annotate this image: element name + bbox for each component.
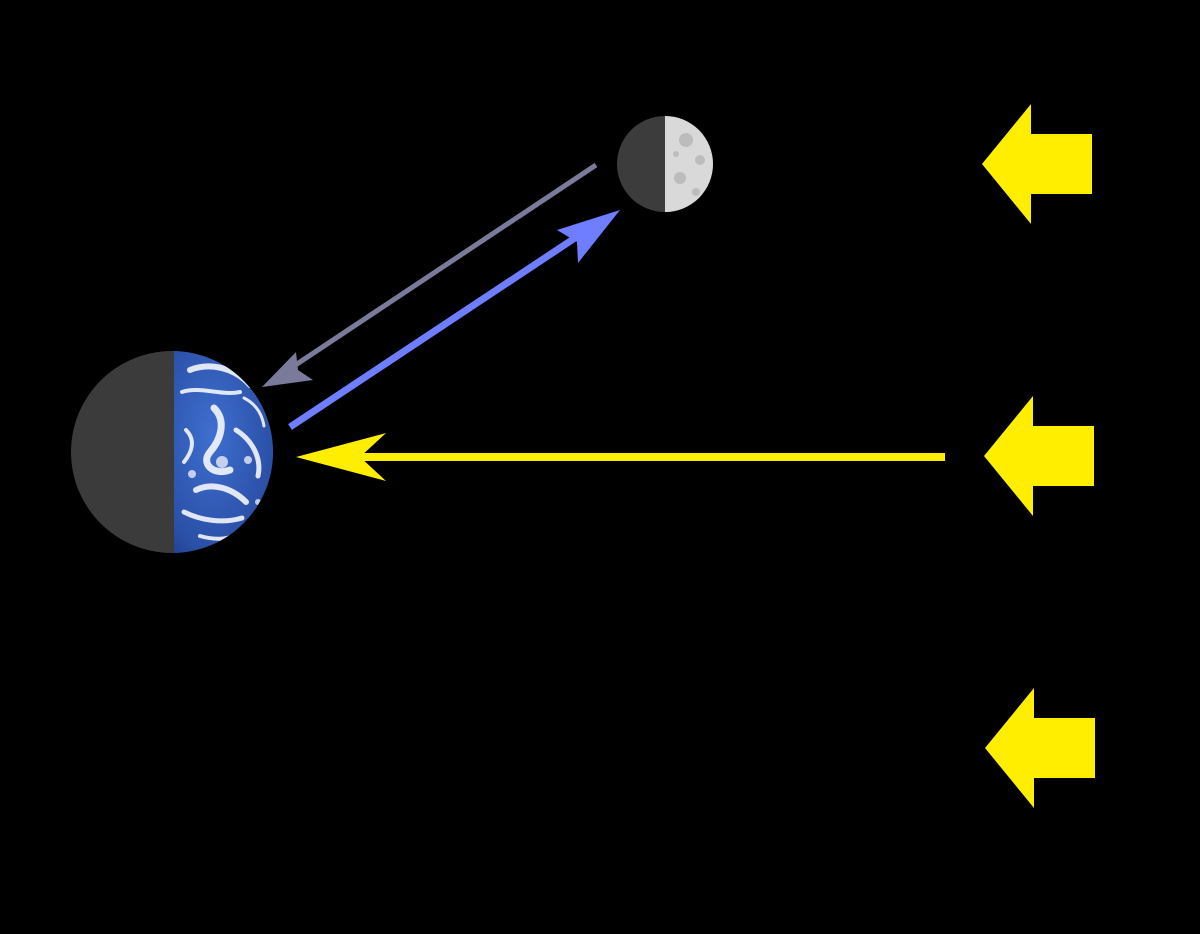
sun-arrow-top [982,104,1092,224]
sun-arrow-middle [984,396,1094,516]
earth [71,351,273,553]
moon-to-earth-arrow [262,162,598,387]
moon [617,116,713,212]
sunlight-ray-arrow [296,433,945,481]
sun-arrow-bottom [985,688,1095,808]
moon-lit-side [665,116,713,212]
earth-to-moon-arrow [288,210,620,430]
